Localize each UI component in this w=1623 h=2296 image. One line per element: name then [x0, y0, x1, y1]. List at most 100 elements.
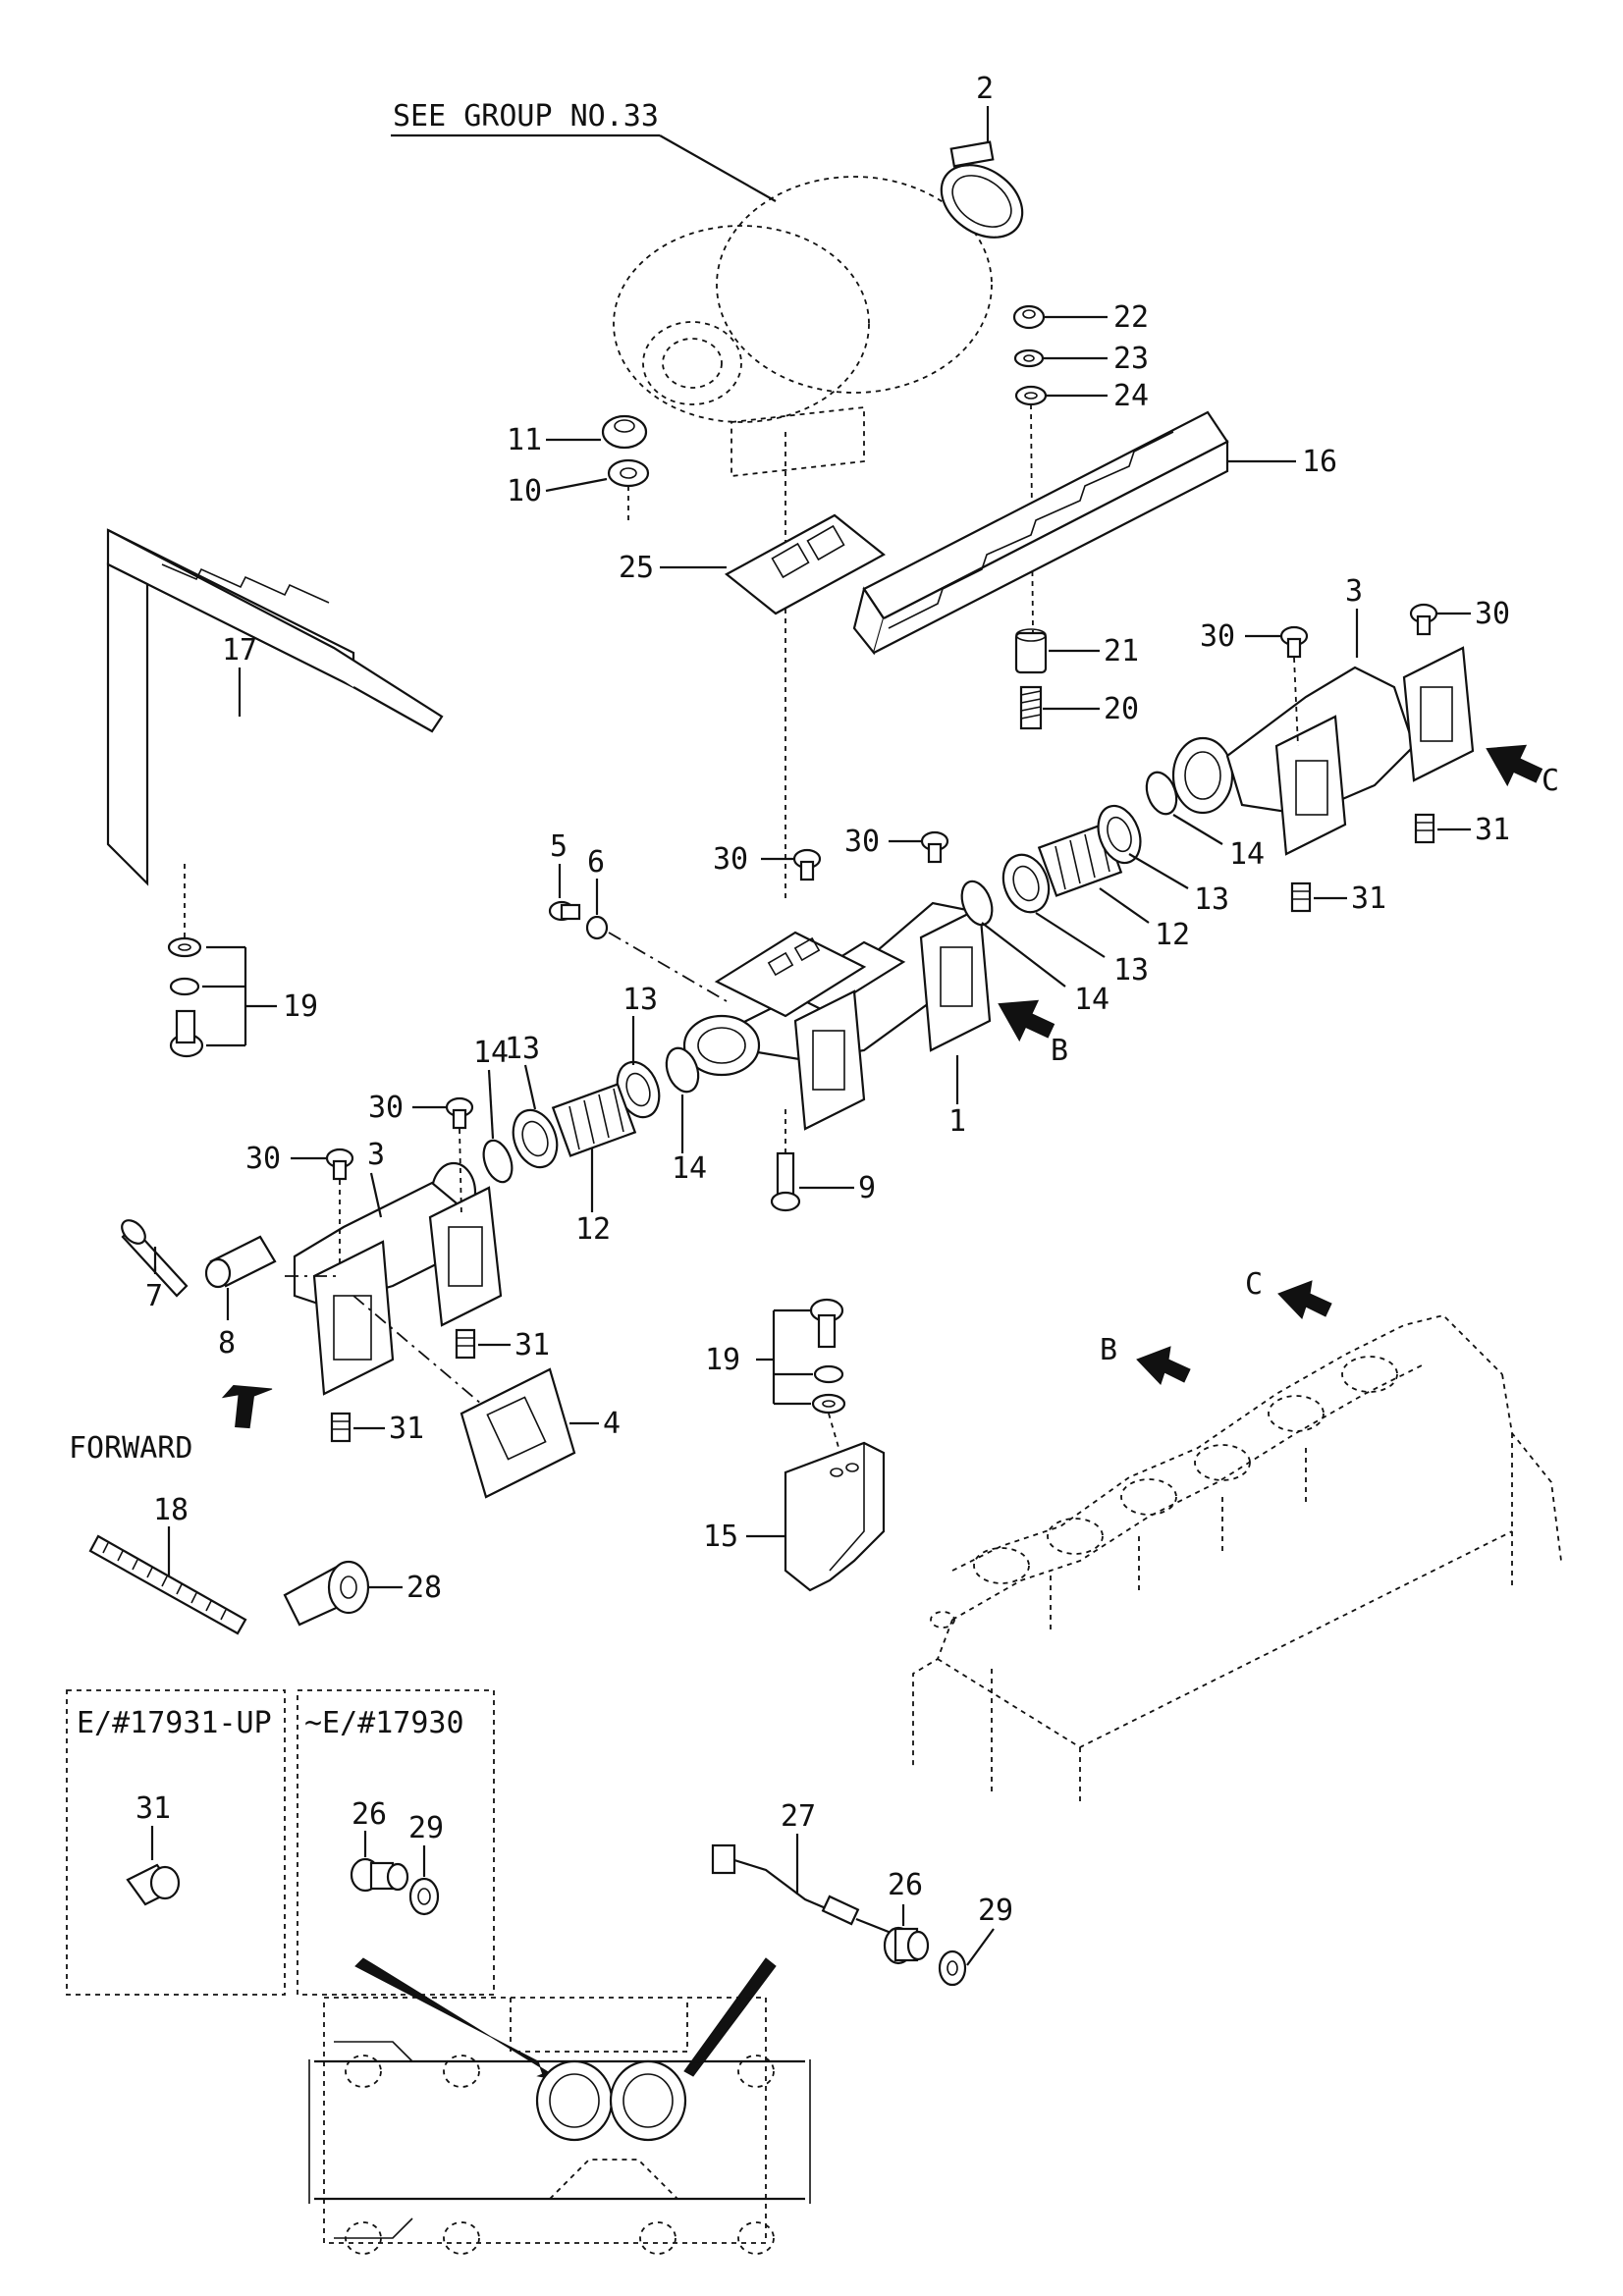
- callout-28: 28: [406, 1571, 442, 1605]
- view-c-label: C: [1542, 764, 1559, 798]
- drain-plug-front-2: [330, 1412, 352, 1443]
- front-exhaust-manifold: [293, 1161, 503, 1396]
- manifold-bolt-center-right: [920, 830, 949, 864]
- callout-31-variant: 31: [135, 1791, 171, 1826]
- exhaust-temp-sensor: [711, 1843, 894, 1936]
- callout-25: 25: [619, 551, 654, 585]
- callout-23: 23: [1113, 342, 1149, 376]
- view-b-label: B: [1051, 1034, 1068, 1068]
- seal-ring-right-inner: [1001, 853, 1051, 914]
- callout-7: 7: [145, 1279, 163, 1313]
- heat-shield-spring-washer: [1013, 348, 1045, 368]
- pointer-arrow-right: [683, 1957, 777, 2077]
- callout-12-left: 12: [575, 1212, 611, 1247]
- heat-shield-flat-washer: [1014, 385, 1048, 406]
- manifold-flange-gasket: [460, 1367, 576, 1499]
- see-group-note: SEE GROUP NO.33: [393, 99, 659, 133]
- callout-31-rear-1: 31: [1475, 813, 1510, 847]
- callout-3-rear: 3: [1345, 574, 1363, 609]
- callout-14-left-outer: 14: [473, 1036, 509, 1070]
- view-c-arrow-engine: [1277, 1280, 1332, 1319]
- variant-box-left-title: E/#17931-UP: [77, 1706, 272, 1740]
- callout-30-rear-2: 30: [1475, 597, 1510, 631]
- callout-1: 1: [948, 1104, 966, 1139]
- forward-arrow: [221, 1384, 273, 1429]
- variant-box-left: [66, 1689, 286, 1996]
- gasket-ring-left-outer: [482, 1139, 514, 1184]
- callout-14-left-inner: 14: [672, 1151, 707, 1186]
- heat-shield-nut: [1012, 304, 1046, 330]
- callout-27: 27: [781, 1799, 816, 1834]
- callout-30-front-2: 30: [245, 1142, 281, 1176]
- heat-shield-spacer: [1014, 628, 1048, 674]
- callout-13-right-inner: 13: [1113, 953, 1149, 988]
- shield-bolt-washer-set-right: [809, 1298, 846, 1415]
- callout-13-left-outer: 13: [505, 1032, 540, 1066]
- sensor-washer-variant: [408, 1877, 440, 1916]
- heat-shield-stud: [1019, 685, 1043, 730]
- rear-exhaust-manifold: [1171, 646, 1475, 856]
- plug-washer: [585, 915, 609, 940]
- callout-13-right-outer: 13: [1194, 882, 1229, 917]
- variant-box-right: [297, 1689, 495, 1996]
- engine-block-outline: [912, 1314, 1562, 1806]
- callout-10: 10: [507, 474, 542, 508]
- manifold-bolt-rear-2: [1409, 603, 1438, 636]
- plug-bolt: [548, 900, 581, 922]
- bolt-sleeve: [204, 1235, 277, 1289]
- heat-shield-left: [106, 528, 444, 886]
- callout-15: 15: [703, 1520, 738, 1554]
- callout-11: 11: [507, 423, 542, 457]
- pointer-arrow-left: [354, 1957, 556, 2084]
- callout-9: 9: [858, 1171, 876, 1205]
- callout-18: 18: [153, 1493, 189, 1527]
- callout-30-center-right: 30: [844, 825, 880, 859]
- callout-29: 29: [978, 1894, 1013, 1928]
- view-b-arrow: [998, 999, 1055, 1042]
- callout-12-right: 12: [1155, 918, 1190, 952]
- temp-sensor-adapter: [883, 1926, 930, 1965]
- manifold-bolt-rear-1: [1279, 625, 1309, 659]
- heat-insulation-tape: [283, 1560, 370, 1627]
- callout-17: 17: [222, 633, 257, 667]
- callout-16: 16: [1302, 445, 1337, 479]
- temp-sensor-adapter-variant: [350, 1857, 409, 1893]
- callout-26-variant: 26: [352, 1797, 387, 1832]
- turbocharger-ghost: [613, 176, 993, 903]
- callout-26: 26: [888, 1868, 923, 1902]
- forward-label: FORWARD: [69, 1431, 192, 1466]
- variant-box-right-title: ~E/#17930: [304, 1706, 464, 1740]
- callout-29-variant: 29: [408, 1811, 444, 1845]
- hose-clamp: [940, 140, 1024, 239]
- callout-4: 4: [603, 1407, 621, 1441]
- view-c-arrow: [1486, 744, 1543, 787]
- seal-ring-right-outer: [1097, 804, 1142, 865]
- callout-2: 2: [976, 72, 994, 106]
- manifold-bolt: [770, 1151, 801, 1212]
- view-c-label-engine: C: [1245, 1267, 1263, 1302]
- drain-plug-variant: [126, 1863, 181, 1906]
- insulation-rod: [88, 1534, 247, 1635]
- turbo-nut: [601, 414, 648, 450]
- turbo-washer: [607, 458, 650, 488]
- callout-30-center: 30: [713, 842, 748, 877]
- callout-8: 8: [218, 1326, 236, 1361]
- sensor-washer: [938, 1949, 967, 1987]
- callout-20: 20: [1104, 692, 1139, 726]
- gasket-ring-left-inner: [665, 1046, 700, 1094]
- manifold-bottom-view: [308, 1997, 811, 2255]
- view-b-label-engine: B: [1100, 1333, 1117, 1367]
- manifold-bolt-front-2: [325, 1148, 354, 1181]
- callout-30-rear-1: 30: [1200, 619, 1235, 654]
- callout-21: 21: [1104, 634, 1139, 668]
- callout-30-front-1: 30: [368, 1091, 404, 1125]
- view-b-arrow-engine: [1136, 1346, 1191, 1385]
- bellows-left: [551, 1083, 637, 1157]
- callout-31-front-1: 31: [514, 1328, 550, 1362]
- drain-plug-front-1: [455, 1328, 476, 1360]
- callout-14-right-outer: 14: [1229, 837, 1265, 872]
- callout-13-left-inner: 13: [622, 983, 658, 1017]
- shield-bracket: [784, 1441, 886, 1592]
- callout-24: 24: [1113, 379, 1149, 413]
